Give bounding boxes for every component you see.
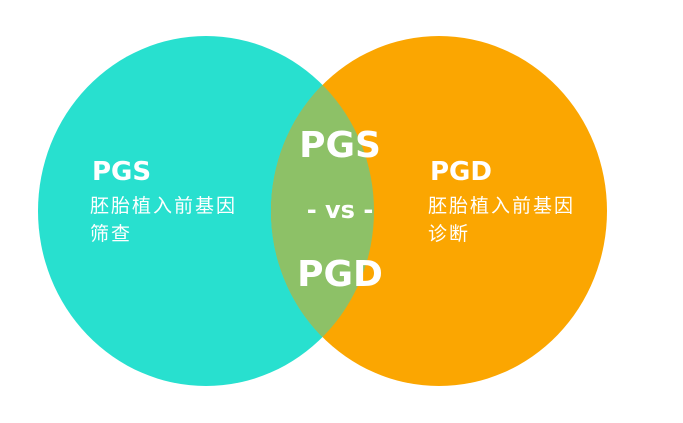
pgd-circle bbox=[271, 36, 607, 386]
overlap-vs-label: - vs - bbox=[306, 196, 374, 224]
left-description: 胚胎植入前基因 筛查 bbox=[90, 192, 237, 248]
right-description: 胚胎植入前基因 诊断 bbox=[428, 192, 575, 248]
left-description-line1: 胚胎植入前基因 bbox=[90, 195, 238, 217]
overlap-title-top: PGS bbox=[299, 125, 381, 166]
pgs-circle bbox=[38, 36, 374, 386]
watermark: 知乎 @生殖陈医生 bbox=[497, 386, 622, 404]
right-title: PGD bbox=[430, 157, 492, 187]
right-description-line1: 胚胎植入前基因 bbox=[428, 195, 576, 217]
overlap-title-bottom: PGD bbox=[297, 254, 383, 295]
right-description-line2: 诊断 bbox=[428, 223, 471, 245]
left-title: PGS bbox=[92, 157, 152, 187]
left-description-line2: 筛查 bbox=[90, 223, 133, 245]
